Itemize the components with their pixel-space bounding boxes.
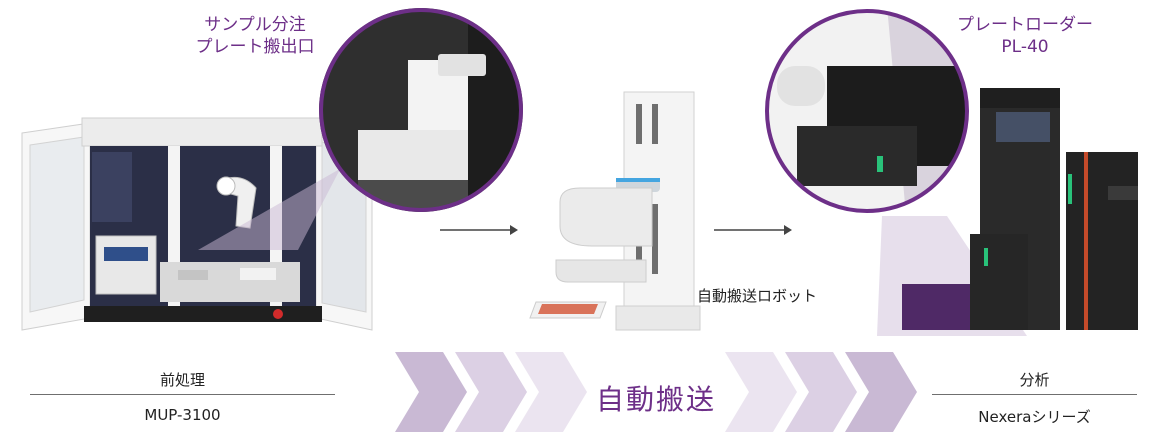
left-model: MUP-3100 [144, 406, 221, 424]
chevron-band-icon [395, 352, 917, 432]
plate-loader-label-line2: PL-40 [1001, 37, 1049, 57]
plate-loader-label: プレートローダー PL-40 [925, 14, 1125, 58]
right-model: Nexeraシリーズ [978, 408, 1091, 426]
auto-transfer-banner: 自動搬送 [596, 383, 717, 416]
plate-loader-label-line1: プレートローダー [957, 15, 1093, 35]
robot-label: 自動搬送ロボット [697, 287, 818, 305]
right-category: 分析 [1019, 371, 1050, 389]
left-divider [30, 394, 335, 395]
sample-port-label-line1: サンプル分注 [204, 15, 306, 35]
left-category: 前処理 [159, 371, 205, 389]
right-divider [932, 394, 1137, 395]
sample-port-zoom-illustration [198, 8, 523, 250]
arrow-icon [714, 225, 792, 235]
plate-loader-zoom-illustration [765, 9, 1027, 336]
sample-port-label-line2: プレート搬出口 [195, 37, 315, 57]
transfer-robot-illustration [529, 91, 701, 331]
lc-system-illustration [902, 88, 1138, 330]
sample-port-label: サンプル分注 プレート搬出口 [170, 14, 340, 58]
arrow-icon [440, 225, 518, 235]
